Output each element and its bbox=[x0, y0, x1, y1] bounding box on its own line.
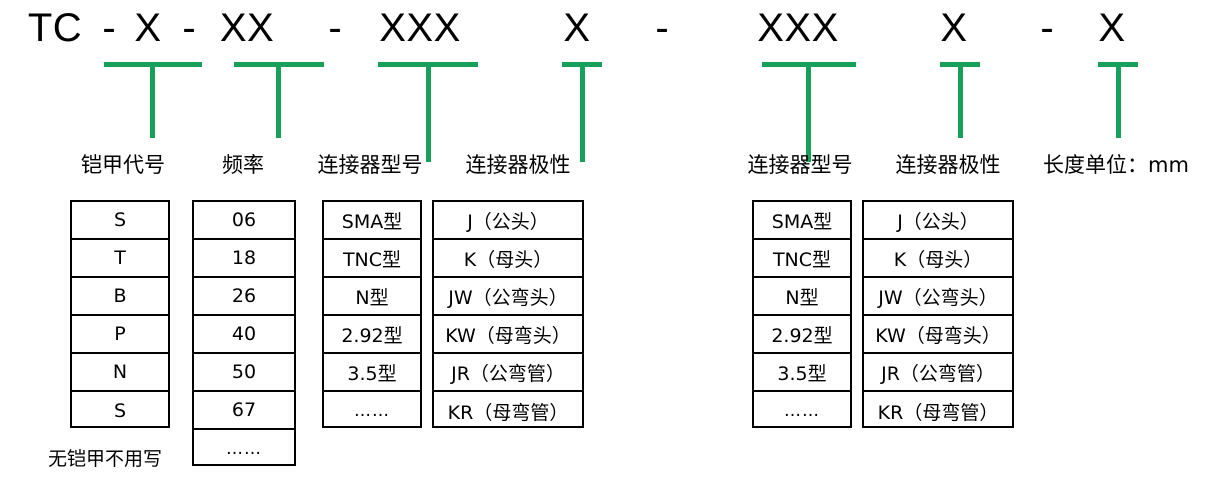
option-cell[interactable]: 2.92型 bbox=[754, 316, 850, 354]
option-cell[interactable]: B bbox=[72, 278, 168, 316]
option-cell[interactable]: KR（母弯管） bbox=[877, 401, 999, 424]
option-cell[interactable]: J（公头） bbox=[434, 202, 582, 240]
code-separator-1: - bbox=[182, 6, 196, 50]
leader-conn-model bbox=[378, 62, 478, 167]
code-segment-4: X bbox=[563, 6, 591, 50]
leader-conn-polar2 bbox=[940, 62, 980, 143]
option-cell[interactable]: KR（母弯管） bbox=[447, 401, 569, 424]
code-segment-6: X bbox=[940, 6, 968, 50]
option-cell[interactable]: P bbox=[72, 316, 168, 354]
option-cell[interactable]: 3.5型 bbox=[324, 354, 420, 392]
code-segment-5: XXX bbox=[757, 6, 839, 50]
leader-stem bbox=[958, 62, 963, 138]
option-cell[interactable]: JW（公弯头） bbox=[864, 278, 1012, 316]
option-cell[interactable]: …… bbox=[784, 401, 820, 421]
leader-conn-model2 bbox=[762, 62, 856, 167]
code-separator-2: - bbox=[328, 6, 342, 50]
category-connector-model-2: 连接器型号 bbox=[747, 153, 853, 177]
category-connector-polarity: 连接器极性 bbox=[465, 153, 571, 177]
leader-conn-polar bbox=[562, 62, 602, 167]
option-cell[interactable]: K（母头） bbox=[434, 240, 582, 278]
option-cell[interactable]: TNC型 bbox=[324, 240, 420, 278]
option-cell[interactable]: KW（母弯头） bbox=[864, 316, 1012, 354]
option-cell[interactable]: N型 bbox=[324, 278, 420, 316]
option-cell[interactable]: SMA型 bbox=[324, 202, 420, 240]
option-cell[interactable]: 06 bbox=[194, 202, 294, 240]
leader-stem bbox=[150, 62, 155, 138]
leader-stem bbox=[580, 62, 585, 162]
category-frequency: 频率 bbox=[222, 153, 264, 177]
option-cell[interactable]: JR（公弯管） bbox=[864, 354, 1012, 392]
option-cell[interactable]: 2.92型 bbox=[324, 316, 420, 354]
option-cell[interactable]: JW（公弯头） bbox=[434, 278, 582, 316]
code-segment-3: XXX bbox=[379, 6, 461, 50]
category-armor-code: 铠甲代号 bbox=[81, 153, 165, 177]
leader-length-unit bbox=[1098, 62, 1138, 143]
option-cell[interactable]: N bbox=[72, 354, 168, 392]
option-cell[interactable]: 40 bbox=[194, 316, 294, 354]
table-connector-polarity: J（公头）K（母头）JW（公弯头）KW（母弯头）JR（公弯管） KR（母弯管） bbox=[432, 200, 584, 428]
code-segment-7: X bbox=[1098, 6, 1126, 50]
option-cell[interactable]: 67 bbox=[194, 392, 294, 430]
option-cell[interactable]: 26 bbox=[194, 278, 294, 316]
category-connector-polarity-2: 连接器极性 bbox=[895, 153, 1001, 177]
category-connector-model: 连接器型号 bbox=[317, 153, 423, 177]
leader-frequency bbox=[234, 62, 324, 143]
leader-stem bbox=[1116, 62, 1121, 138]
option-cell[interactable]: …… bbox=[226, 439, 262, 459]
option-cell[interactable]: 50 bbox=[194, 354, 294, 392]
option-cell[interactable]: J（公头） bbox=[864, 202, 1012, 240]
option-cell[interactable]: N型 bbox=[754, 278, 850, 316]
leader-stem bbox=[276, 62, 281, 138]
code-separator-3: - bbox=[655, 6, 669, 50]
option-cell[interactable]: S bbox=[113, 400, 127, 422]
option-cell[interactable]: SMA型 bbox=[754, 202, 850, 240]
code-segment-0: TC bbox=[27, 6, 83, 50]
option-cell[interactable]: K（母头） bbox=[864, 240, 1012, 278]
option-cell[interactable]: T bbox=[72, 240, 168, 278]
code-segment-2: XX bbox=[219, 6, 275, 50]
option-cell[interactable]: 18 bbox=[194, 240, 294, 278]
footnote-no-armor: 无铠甲不用写 bbox=[48, 448, 163, 470]
leader-stem bbox=[426, 62, 431, 162]
option-cell[interactable]: JR（公弯管） bbox=[434, 354, 582, 392]
code-separator-0: - bbox=[102, 6, 116, 50]
option-cell[interactable]: 3.5型 bbox=[754, 354, 850, 392]
option-cell[interactable]: …… bbox=[354, 401, 390, 421]
option-cell[interactable]: KW（母弯头） bbox=[434, 316, 582, 354]
code-segment-1: X bbox=[134, 6, 162, 50]
category-length-unit: 长度单位：mm bbox=[1043, 153, 1189, 177]
option-cell[interactable]: S bbox=[72, 202, 168, 240]
code-separator-4: - bbox=[1040, 6, 1054, 50]
option-cell[interactable]: TNC型 bbox=[754, 240, 850, 278]
table-connector-polarity-2: J（公头）K（母头）JW（公弯头）KW（母弯头）JR（公弯管） KR（母弯管） bbox=[862, 200, 1014, 428]
leader-stem bbox=[806, 62, 811, 162]
leader-armor bbox=[104, 62, 202, 143]
